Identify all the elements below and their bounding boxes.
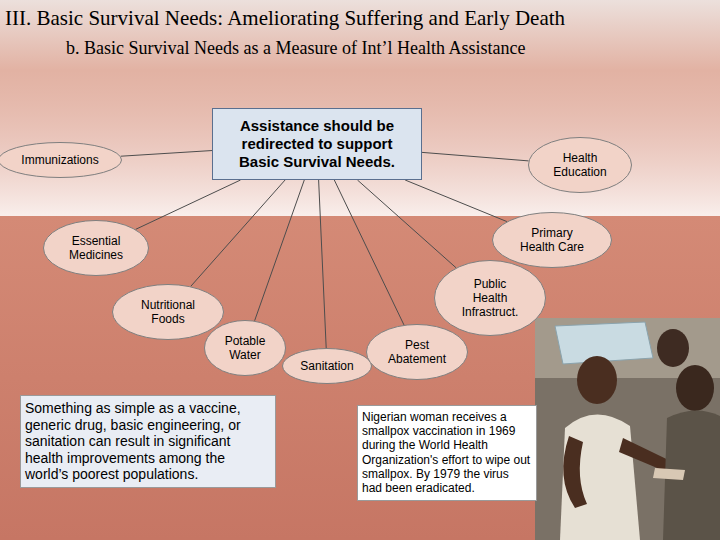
node-label: Essential Medicines [63,234,129,262]
connector-line [405,180,507,222]
bubble-shape [367,325,468,380]
node-label: Sanitation [300,359,353,373]
node-label: Nutritional Foods [133,298,203,326]
bubble-shape [529,138,632,193]
woman-arm [563,436,587,508]
node-label: Potable Water [221,334,269,362]
need-bubble: Public Health Infrastruct. [434,260,546,336]
man-head [676,365,714,411]
connector-line [136,180,241,229]
node-text-group: Nigerian woman receives a smallpox vacci… [362,410,532,495]
node-text-group: Sanitation [300,359,353,373]
need-bubble: Health Education [528,137,632,193]
need-bubble: Primary Health Care [492,212,612,268]
node-text-group: Essential Medicines [63,234,129,262]
connector-line [357,180,456,268]
node-text-group: Assistance should be redirected to suppo… [226,117,408,170]
slide-subtitle: b. Basic Survival Needs as a Measure of … [66,38,525,59]
connector-line [319,180,327,348]
slide-title: III. Basic Survival Needs: Ameliorating … [5,6,565,31]
node-label: Primary Health Care [514,226,590,254]
woman-dress [560,414,640,540]
vaccination-photo [535,318,720,540]
node-text-group: Primary Health Care [514,226,590,254]
photo-caption-box: Nigerian woman receives a smallpox vacci… [357,405,537,501]
node-label: Immunizations [21,153,98,167]
node-text-group: Immunizations [21,153,98,167]
node-label: Health Education [548,151,612,179]
bubble-shape [435,261,546,336]
need-bubble: Essential Medicines [43,220,149,276]
node-text-group: Nutritional Foods [133,298,203,326]
node-text-group: Something as simple as a vaccine, generi… [25,400,271,483]
node-text-group: Public Health Infrastruct. [455,277,525,320]
photo-ground [535,318,720,540]
need-bubble: Sanitation [282,348,372,384]
connector-line [334,180,404,325]
bubble-shape [113,285,224,340]
immunization-bubble: Immunizations [0,142,122,178]
bubble-shape [0,143,122,178]
woman-head [577,356,617,404]
bubble-shape [283,349,372,384]
injector [653,468,685,480]
node-label: Nigerian woman receives a smallpox vacci… [362,410,532,495]
node-text-group: Potable Water [221,334,269,362]
node-text-group: Pest Abatement [386,338,448,366]
note-box: Something as simple as a vaccine, generi… [20,395,276,488]
need-bubble: Pest Abatement [366,324,468,380]
node-label: Something as simple as a vaccine, generi… [25,400,271,483]
bubble-shape [44,221,149,276]
bubble-shape [493,213,612,268]
onlooker-head [657,329,689,367]
need-bubble: Potable Water [204,320,286,376]
bubble-shape [205,321,286,376]
connector-line [191,180,285,286]
connector-line [255,180,305,321]
node-label: Pest Abatement [386,338,448,366]
node-label: Assistance should be redirected to suppo… [226,117,408,170]
central-statement-box: Assistance should be redirected to suppo… [212,108,422,180]
node-text-group: Health Education [548,151,612,179]
need-bubble: Nutritional Foods [112,284,224,340]
connector-line [121,151,212,157]
node-label: Public Health Infrastruct. [455,277,525,320]
connector-line [422,152,529,161]
